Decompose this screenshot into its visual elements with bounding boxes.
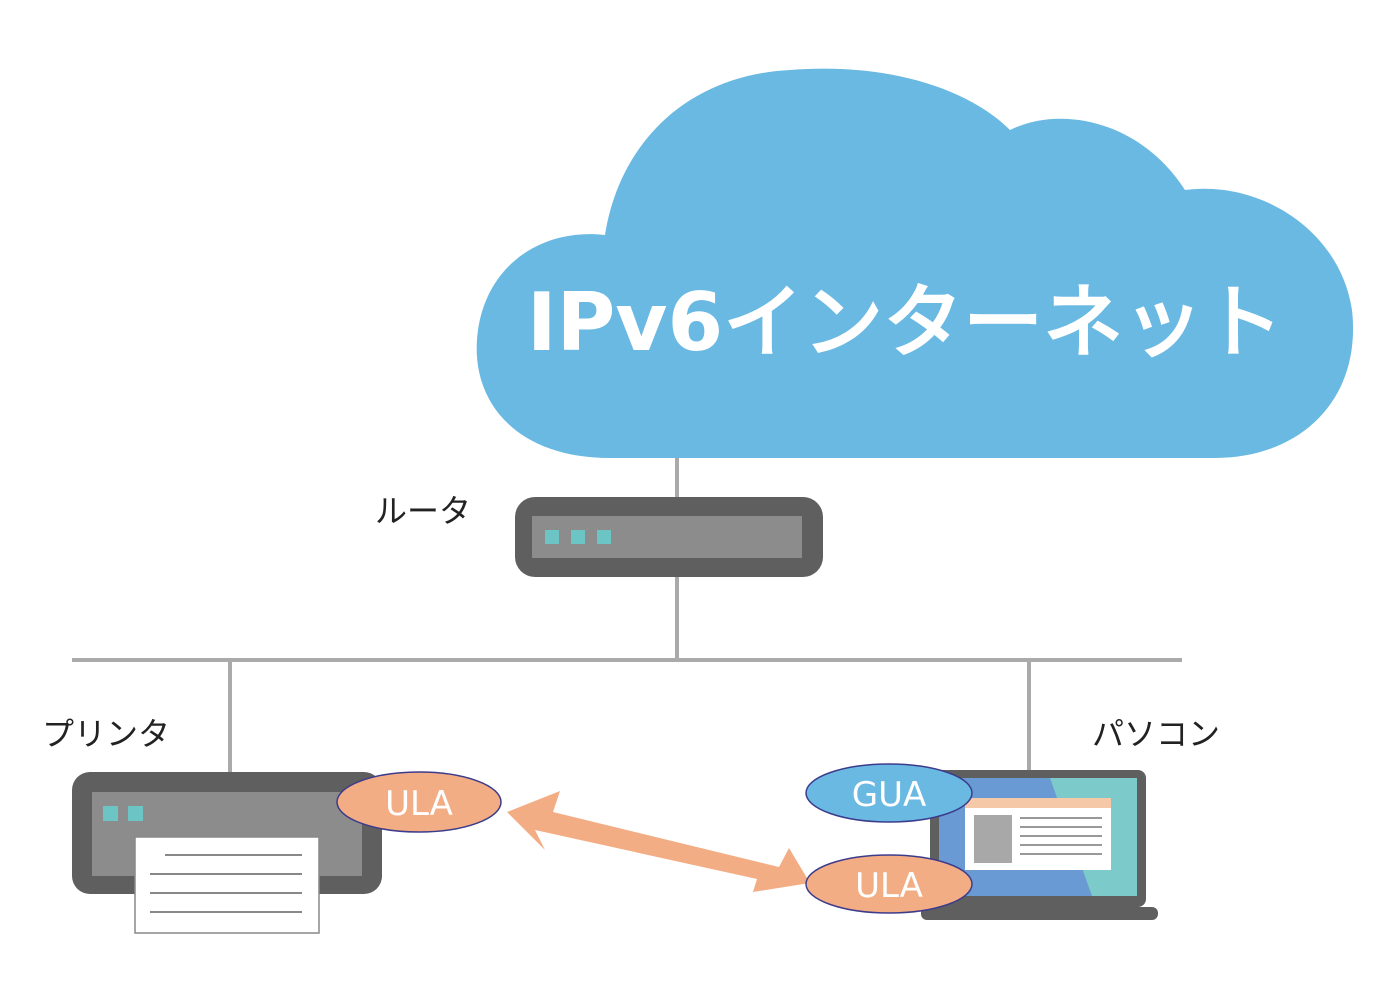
arrow-shape [507, 791, 810, 892]
printer-led-1 [103, 806, 118, 821]
printer-paper [134, 836, 320, 934]
cloud-title: IPv6インターネット [527, 276, 1283, 369]
network-lines [72, 458, 1182, 775]
router-led-2 [571, 530, 585, 544]
laptop-base [921, 907, 1158, 920]
pc-gua-ellipse [805, 763, 973, 823]
printer-led-2 [128, 806, 143, 821]
ula-communication-arrow [507, 791, 810, 892]
pc-gua-text: GUA [852, 775, 927, 815]
pc-ula-text: ULA [855, 866, 923, 906]
router-device [515, 497, 823, 577]
router-label: ルータ [375, 492, 471, 530]
pc-ula-ellipse [805, 854, 973, 914]
pc-label: パソコン [1092, 715, 1220, 753]
laptop-device [921, 770, 1158, 920]
router-led-3 [597, 530, 611, 544]
printer-label: プリンタ [42, 715, 170, 753]
window-titlebar [965, 798, 1111, 808]
printer-device [72, 772, 382, 934]
printer-ula-badge: ULA [336, 771, 502, 833]
pc-gua-badge: GUA [805, 763, 973, 823]
pc-ula-badge: ULA [805, 854, 973, 914]
router-led-1 [545, 530, 559, 544]
window-image [974, 815, 1012, 863]
cloud-shape [476, 68, 1354, 458]
internet-cloud: IPv6インターネット [476, 68, 1354, 458]
printer-ula-ellipse [336, 771, 502, 833]
printer-ula-text: ULA [385, 784, 453, 824]
